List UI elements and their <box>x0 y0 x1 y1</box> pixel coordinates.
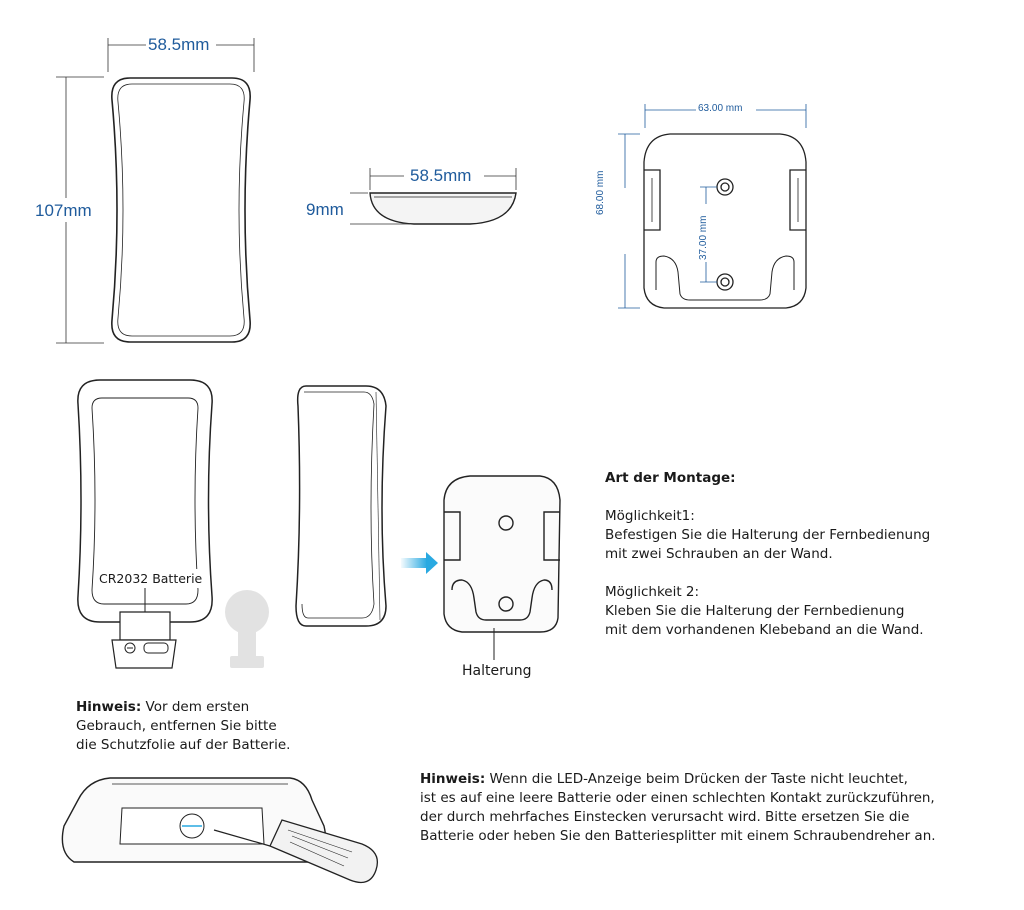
note1-line3: die Schutzfolie auf der Batterie. <box>76 737 291 753</box>
side-thickness-dimension: 9mm <box>306 200 344 219</box>
note1-label: Hinweis: <box>76 699 142 715</box>
holder-label: Halterung <box>462 663 532 679</box>
front-dimension-lines <box>56 38 255 344</box>
note1-text1: Vor dem ersten <box>141 699 250 715</box>
front-width-dimension: 58.5mm <box>148 35 210 54</box>
note2-line2: ist es auf eine leere Batterie oder eine… <box>420 790 935 806</box>
hole-spacing-dimension: 37.00 mm <box>698 204 709 260</box>
option1-title: Möglichkeit1: <box>605 508 695 524</box>
note1-line1: Hinweis: Vor dem ersten <box>76 698 249 717</box>
option1-line2: mit zwei Schrauben an der Wand. <box>605 546 833 562</box>
remote-back-view <box>77 379 213 669</box>
remote-front-view <box>111 77 251 343</box>
holder-height-dimension: 68.00 mm <box>595 155 606 215</box>
remote-side-view <box>350 168 517 225</box>
note2-text1: Wenn die LED-Anzeige beim Drücken der Ta… <box>485 771 908 787</box>
hole-spacing-dimension-text: 37.00 mm <box>698 215 709 260</box>
screwdriver-icon <box>269 819 379 884</box>
holder-width-dimension: 63.00 mm <box>698 103 743 114</box>
note1-line2: Gebrauch, entfernen Sie bitte <box>76 718 277 734</box>
option2-title: Möglichkeit 2: <box>605 584 700 600</box>
holder-3d-view <box>443 475 561 660</box>
note2-line3: der durch mehrfaches Einstecken verursac… <box>420 809 910 825</box>
note2-label: Hinweis: <box>420 771 486 787</box>
note2-line1: Hinweis: Wenn die LED-Anzeige beim Drück… <box>420 770 908 789</box>
holder-drawing <box>643 133 807 309</box>
note2-line4: Batterie oder heben Sie den Batteriespli… <box>420 828 936 844</box>
insert-arrow-icon <box>401 552 438 574</box>
holder-height-dimension-text: 68.00 mm <box>595 170 606 215</box>
option1-line1: Befestigen Sie die Halterung der Fernbed… <box>605 527 931 543</box>
mounting-title: Art der Montage: <box>605 470 736 486</box>
battery-tab-icon <box>225 590 269 668</box>
side-width-dimension: 58.5mm <box>410 166 472 185</box>
option2-line2: mit dem vorhandenen Klebeband an die Wan… <box>605 622 924 638</box>
battery-label: CR2032 Batterie <box>99 569 203 588</box>
front-height-dimension: 107mm <box>35 201 92 220</box>
holder-dimension-lines <box>618 104 807 309</box>
option2-line1: Kleben Sie die Halterung der Fernbedienu… <box>605 603 905 619</box>
remote-edge-view <box>295 385 387 627</box>
